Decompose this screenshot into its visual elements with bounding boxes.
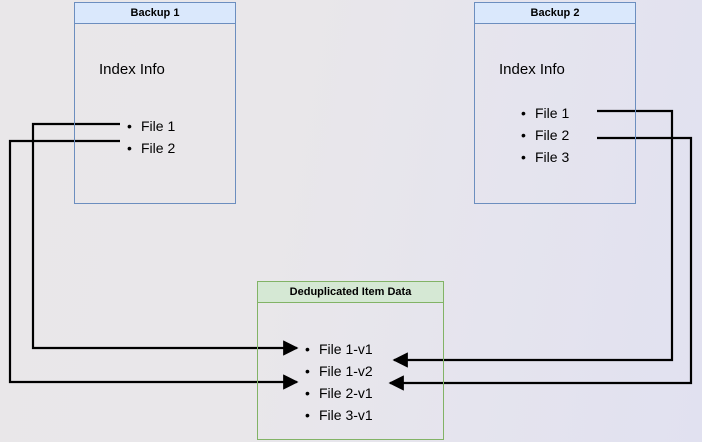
node-dedup-file-list: File 1-v1 File 1-v2 File 2-v1 File 3-v1 — [305, 338, 373, 426]
list-item: File 3 — [521, 146, 569, 168]
node-dedup-header: Deduplicated Item Data — [258, 282, 443, 303]
node-backup-2-file-list: File 1 File 2 File 3 — [521, 102, 569, 168]
list-item: File 1 — [521, 102, 569, 124]
node-backup-2-header: Backup 2 — [475, 3, 635, 24]
list-item: File 3-v1 — [305, 404, 373, 426]
list-item: File 2-v1 — [305, 382, 373, 404]
list-item: File 2 — [127, 137, 175, 159]
list-item: File 1 — [127, 115, 175, 137]
list-item: File 2 — [521, 124, 569, 146]
node-backup-2-index-info-label: Index Info — [499, 61, 565, 78]
node-backup-1[interactable]: Backup 1 Index Info File 1 File 2 — [74, 2, 236, 204]
node-deduplicated-item-data[interactable]: Deduplicated Item Data File 1-v1 File 1-… — [257, 281, 444, 440]
node-backup-1-file-list: File 1 File 2 — [127, 115, 175, 159]
node-backup-1-header: Backup 1 — [75, 3, 235, 24]
list-item: File 1-v2 — [305, 360, 373, 382]
node-backup-1-index-info-label: Index Info — [99, 61, 165, 78]
list-item: File 1-v1 — [305, 338, 373, 360]
node-backup-2[interactable]: Backup 2 Index Info File 1 File 2 File 3 — [474, 2, 636, 204]
